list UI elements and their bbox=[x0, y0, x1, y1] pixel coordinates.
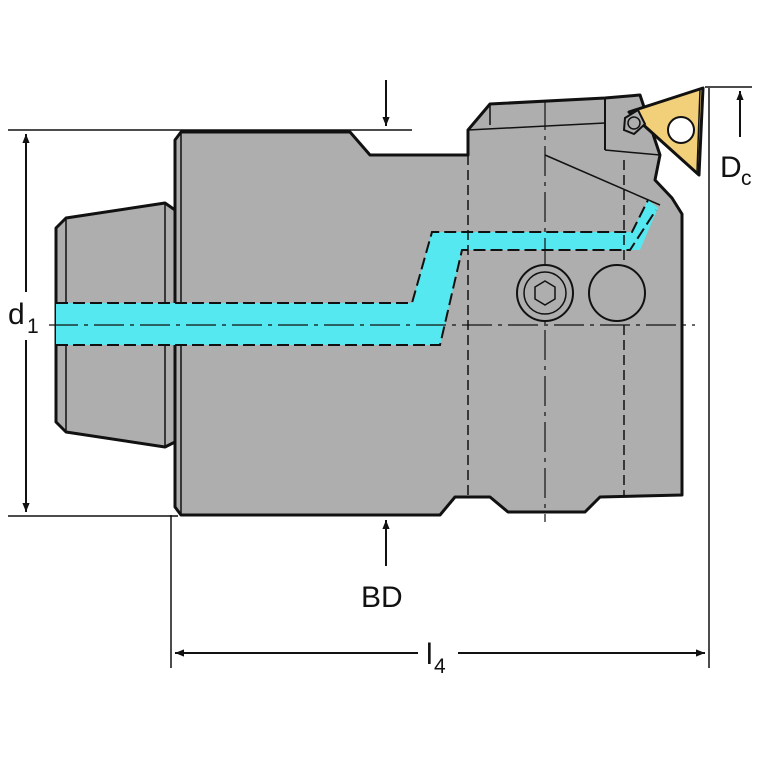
coolant-channel bbox=[410, 200, 658, 345]
body-edge-line bbox=[604, 149, 661, 156]
coolant-channel bbox=[56, 303, 445, 345]
d1-label-bg bbox=[3, 292, 49, 340]
coolant-outline bbox=[56, 199, 649, 304]
insert-hole bbox=[667, 116, 695, 144]
cutting-insert bbox=[627, 86, 705, 177]
l4-label-bg bbox=[418, 628, 458, 674]
l4-label-subscript: 4 bbox=[434, 655, 446, 678]
hole-circle bbox=[588, 264, 646, 322]
hex-socket bbox=[534, 280, 556, 306]
d1-label: d bbox=[8, 298, 25, 331]
coolant-outline bbox=[56, 209, 657, 346]
insert-edge-line bbox=[696, 89, 701, 173]
body-edge-line bbox=[544, 154, 661, 206]
screw-circle-inner bbox=[523, 271, 567, 315]
clamp-screw bbox=[627, 116, 641, 130]
l4-label: l bbox=[426, 638, 433, 671]
bd-label: BD bbox=[361, 581, 403, 614]
dc-label: D bbox=[720, 151, 742, 184]
body-edge-line bbox=[467, 122, 606, 131]
dc-label-subscript: c bbox=[741, 167, 752, 190]
d1-label-subscript: 1 bbox=[27, 315, 39, 338]
